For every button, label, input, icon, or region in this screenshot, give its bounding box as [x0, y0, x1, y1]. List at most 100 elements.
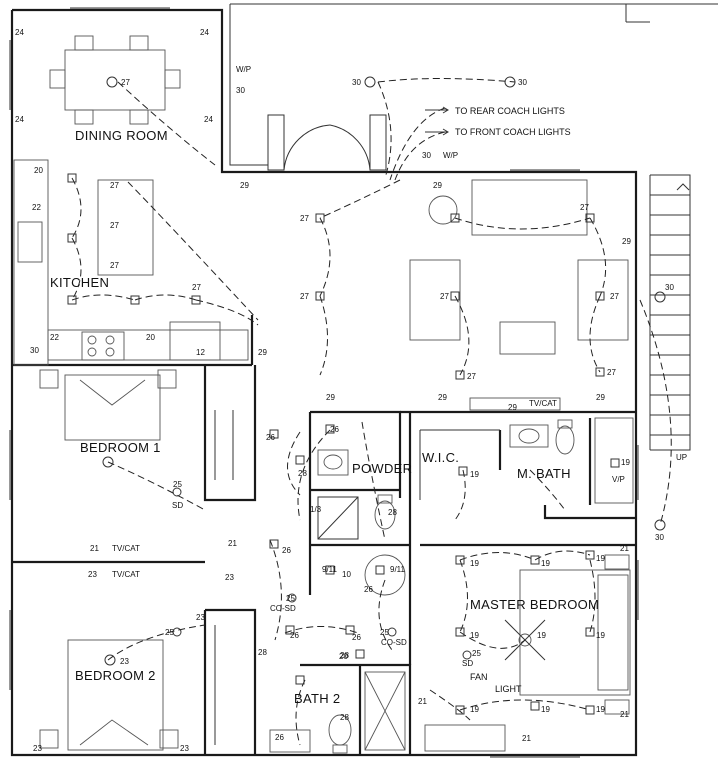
circuit-23-f: 23 [180, 744, 189, 753]
circuit-13: 1/3 [310, 505, 322, 514]
note-cosd-2: CO-SD [381, 638, 407, 647]
circuit-30-e: 30 [655, 533, 664, 542]
circuit-20-a: 20 [34, 166, 43, 175]
circuit-26-d: 26 [364, 585, 373, 594]
circuit-911-a: 9/11 [322, 565, 338, 574]
coach-light-arrows [425, 106, 449, 136]
circuit-26-g: 26 [275, 733, 284, 742]
circuit-20-c: 20 [339, 652, 348, 661]
circuit-23-b: 23 [225, 573, 234, 582]
circuit-29-d: 29 [258, 348, 267, 357]
circuit-23-c: 23 [196, 613, 205, 622]
circuit-26-a: 26 [266, 433, 275, 442]
circuit-27-l5: 27 [610, 292, 619, 301]
circuit-25-b: 25 [165, 628, 174, 637]
circuit-22-a: 22 [32, 203, 41, 212]
circuit-20-b: 20 [146, 333, 155, 342]
circuit-22-b: 22 [50, 333, 59, 342]
note-wp-2: W/P [443, 151, 458, 160]
circuit-29-e: 29 [326, 393, 335, 402]
circuit-19-j: 19 [596, 705, 605, 714]
room-label-powder: POWDER [352, 461, 412, 476]
circuit-19-b: 19 [470, 559, 479, 568]
note-light: LIGHT [495, 684, 522, 694]
circuit-numbers: 24 24 24 24 27 30 30 30 30 30 30 29 29 2… [15, 28, 674, 753]
room-label-wic: W.I.C. [422, 450, 459, 465]
circuit-30-a: 30 [352, 78, 361, 87]
windows [9, 7, 639, 758]
circuit-23-a: 23 [88, 570, 97, 579]
circuit-27-k4: 27 [192, 283, 201, 292]
circuit-29-f: 29 [438, 393, 447, 402]
circuit-30-wp: 30 [236, 86, 245, 95]
circuit-27-l4: 27 [440, 292, 449, 301]
circuit-29-a: 29 [240, 181, 249, 190]
note-tvcat-1: TV/CAT [529, 399, 557, 408]
room-label-bedroom1: BEDROOM 1 [80, 440, 161, 455]
circuit-19-g: 19 [596, 631, 605, 640]
note-sd-2: SD [462, 659, 473, 668]
circuit-25-c: 25 [286, 594, 295, 603]
circuit-24-a: 24 [15, 28, 24, 37]
circuit-21-d: 21 [620, 710, 629, 719]
circuit-27-k1: 27 [110, 181, 119, 190]
light-fixtures [67, 76, 666, 715]
circuit-28-d: 28 [340, 713, 349, 722]
circuit-19-e: 19 [470, 631, 479, 640]
circuit-19-c: 19 [541, 559, 550, 568]
circuit-19-a: 19 [470, 470, 479, 479]
note-vp: V/P [612, 475, 625, 484]
circuit-24-c: 24 [15, 115, 24, 124]
circuit-26-b: 26 [330, 425, 339, 434]
circuit-25-e: 25 [472, 649, 481, 658]
circuit-27-l2: 27 [300, 292, 309, 301]
circuit-30-kitchen: 30 [30, 346, 39, 355]
circuit-29-g: 29 [508, 403, 517, 412]
circuit-19-k: 19 [621, 458, 630, 467]
room-label-master: MASTER BEDROOM [470, 597, 599, 612]
circuit-12: 12 [196, 348, 205, 357]
circuit-21-f: 21 [418, 697, 427, 706]
note-cosd-1: CO-SD [270, 604, 296, 613]
note-front-coach-lights: TO FRONT COACH LIGHTS [455, 127, 571, 137]
circuit-19-f: 19 [537, 631, 546, 640]
circuit-21-e: 21 [522, 734, 531, 743]
circuit-23-d: 23 [120, 657, 129, 666]
wiring [71, 78, 672, 746]
walls [9, 3, 718, 758]
circuit-21-b: 21 [228, 539, 237, 548]
note-fan: FAN [470, 672, 488, 682]
room-label-kitchen: KITCHEN [50, 275, 109, 290]
circuit-19-d: 19 [596, 554, 605, 563]
circuit-28-b: 28 [388, 508, 397, 517]
room-label-dining: DINING ROOM [75, 128, 168, 143]
circuit-27-dining: 27 [121, 78, 130, 87]
circuit-24-b: 24 [200, 28, 209, 37]
circuit-21-c: 21 [620, 544, 629, 553]
circuit-10: 10 [342, 570, 351, 579]
note-up: UP [676, 453, 687, 462]
circuit-26-f: 26 [352, 633, 361, 642]
room-label-mbath: M. BATH [517, 466, 571, 481]
circuit-29-b: 29 [433, 181, 442, 190]
circuit-28-c: 28 [258, 648, 267, 657]
circuit-29-h: 29 [596, 393, 605, 402]
circuit-27-l3: 27 [580, 203, 589, 212]
patio-doors [267, 114, 387, 171]
circuit-25-a: 25 [173, 480, 182, 489]
circuit-27-k3: 27 [110, 261, 119, 270]
circuit-27-l6: 27 [467, 372, 476, 381]
stairs [649, 174, 691, 451]
circuit-21-a: 21 [90, 544, 99, 553]
room-label-bath2: BATH 2 [294, 691, 340, 706]
circuit-30-d: 30 [665, 283, 674, 292]
circuit-23-e: 23 [33, 744, 42, 753]
smoke-detectors [172, 487, 472, 660]
note-rear-coach-lights: TO REAR COACH LIGHTS [455, 106, 565, 116]
circuit-30-c: 30 [422, 151, 431, 160]
furniture [13, 35, 634, 754]
circuit-28-a: 28 [298, 469, 307, 478]
circuit-19-h: 19 [470, 705, 479, 714]
room-label-bedroom2: BEDROOM 2 [75, 668, 156, 683]
